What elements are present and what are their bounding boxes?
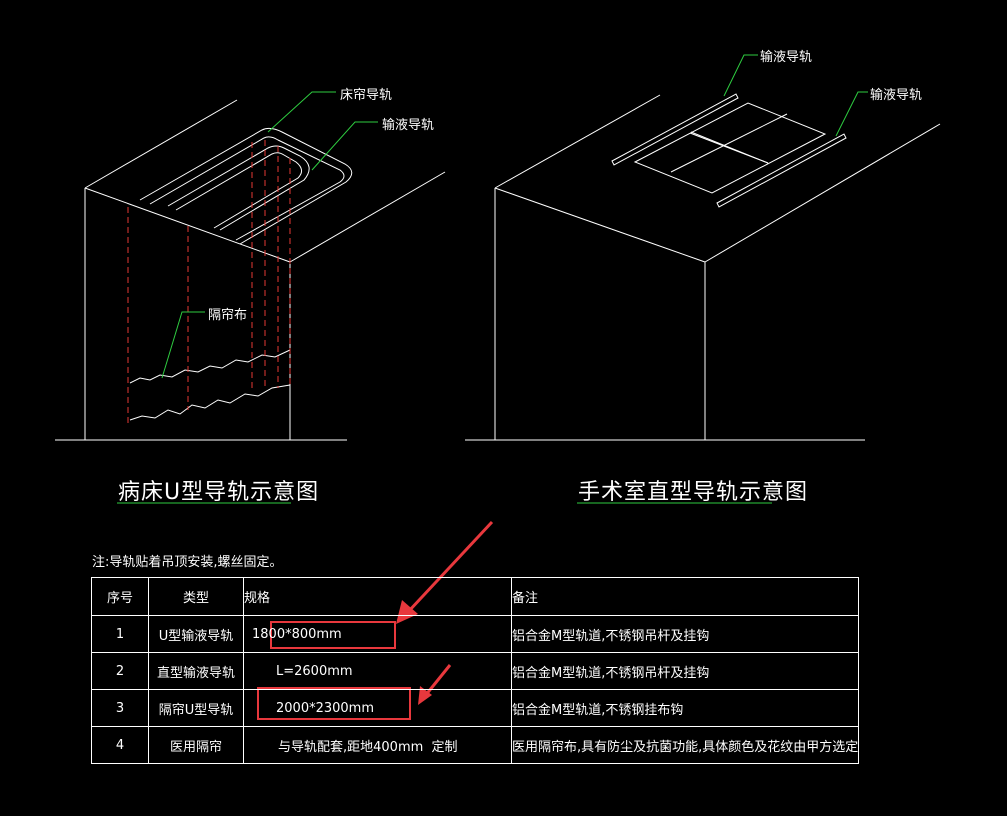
label-infusion-rail-right-1: 输液导轨 [760,50,813,65]
label-infusion-rail-left: 输液导轨 [382,118,435,133]
row-type: U型输液导轨 [148,615,244,653]
row-remark: 铝合金M型轨道,不锈钢吊杆及挂钩 [510,652,860,690]
spec-table: 序号 类型 规格 备注 1 U型输液导轨 1800*800mm 铝合金M型轨道,… [91,577,860,764]
header-spec: 规格 [243,577,512,616]
right-figure [465,93,941,441]
right-figure-title: 手术室直型导轨示意图 [578,480,809,505]
row-type: 隔帘U型导轨 [148,689,244,727]
label-curtain-cloth: 隔帘布 [208,308,248,323]
row-remark: 铝合金M型轨道,不锈钢挂布钩 [510,689,860,727]
row-spec: 1800*800mm [243,615,512,653]
row-no: 1 [91,615,149,653]
row-remark: 医用隔帘布,具有防尘及抗菌功能,具体颜色及花纹由甲方选定 [510,726,860,764]
row-spec: L=2600mm [243,652,512,690]
header-remark: 备注 [510,577,860,616]
right-leaders [723,54,868,137]
header-type: 类型 [148,577,244,616]
install-note: 注:导轨贴着吊顶安装,螺丝固定。 [92,555,283,570]
left-figure-title: 病床U型导轨示意图 [118,480,320,505]
table-row: 3 隔帘U型导轨 2000*2300mm 铝合金M型轨道,不锈钢挂布钩 [91,689,860,727]
table-row: 1 U型输液导轨 1800*800mm 铝合金M型轨道,不锈钢吊杆及挂钩 [91,615,860,653]
table-header-row: 序号 类型 规格 备注 [91,577,860,616]
label-infusion-rail-right-2: 输液导轨 [870,88,923,103]
row-no: 3 [91,689,149,727]
row-type: 直型输液导轨 [148,652,244,690]
row-spec: 与导轨配套,距地400mm 定制 [243,726,512,764]
label-curtain-rail: 床帘导轨 [340,88,393,103]
row-type: 医用隔帘 [148,726,244,764]
row-remark: 铝合金M型轨道,不锈钢吊杆及挂钩 [510,615,860,653]
left-leaders [161,91,378,379]
row-spec: 2000*2300mm [243,689,512,727]
left-figure [55,99,446,441]
red-dashed-lines [127,140,291,425]
table-row: 4 医用隔帘 与导轨配套,距地400mm 定制 医用隔帘布,具有防尘及抗菌功能,… [91,726,860,764]
row-no: 2 [91,652,149,690]
table-row: 2 直型输液导轨 L=2600mm 铝合金M型轨道,不锈钢吊杆及挂钩 [91,652,860,690]
row-no: 4 [91,726,149,764]
header-no: 序号 [91,577,149,616]
